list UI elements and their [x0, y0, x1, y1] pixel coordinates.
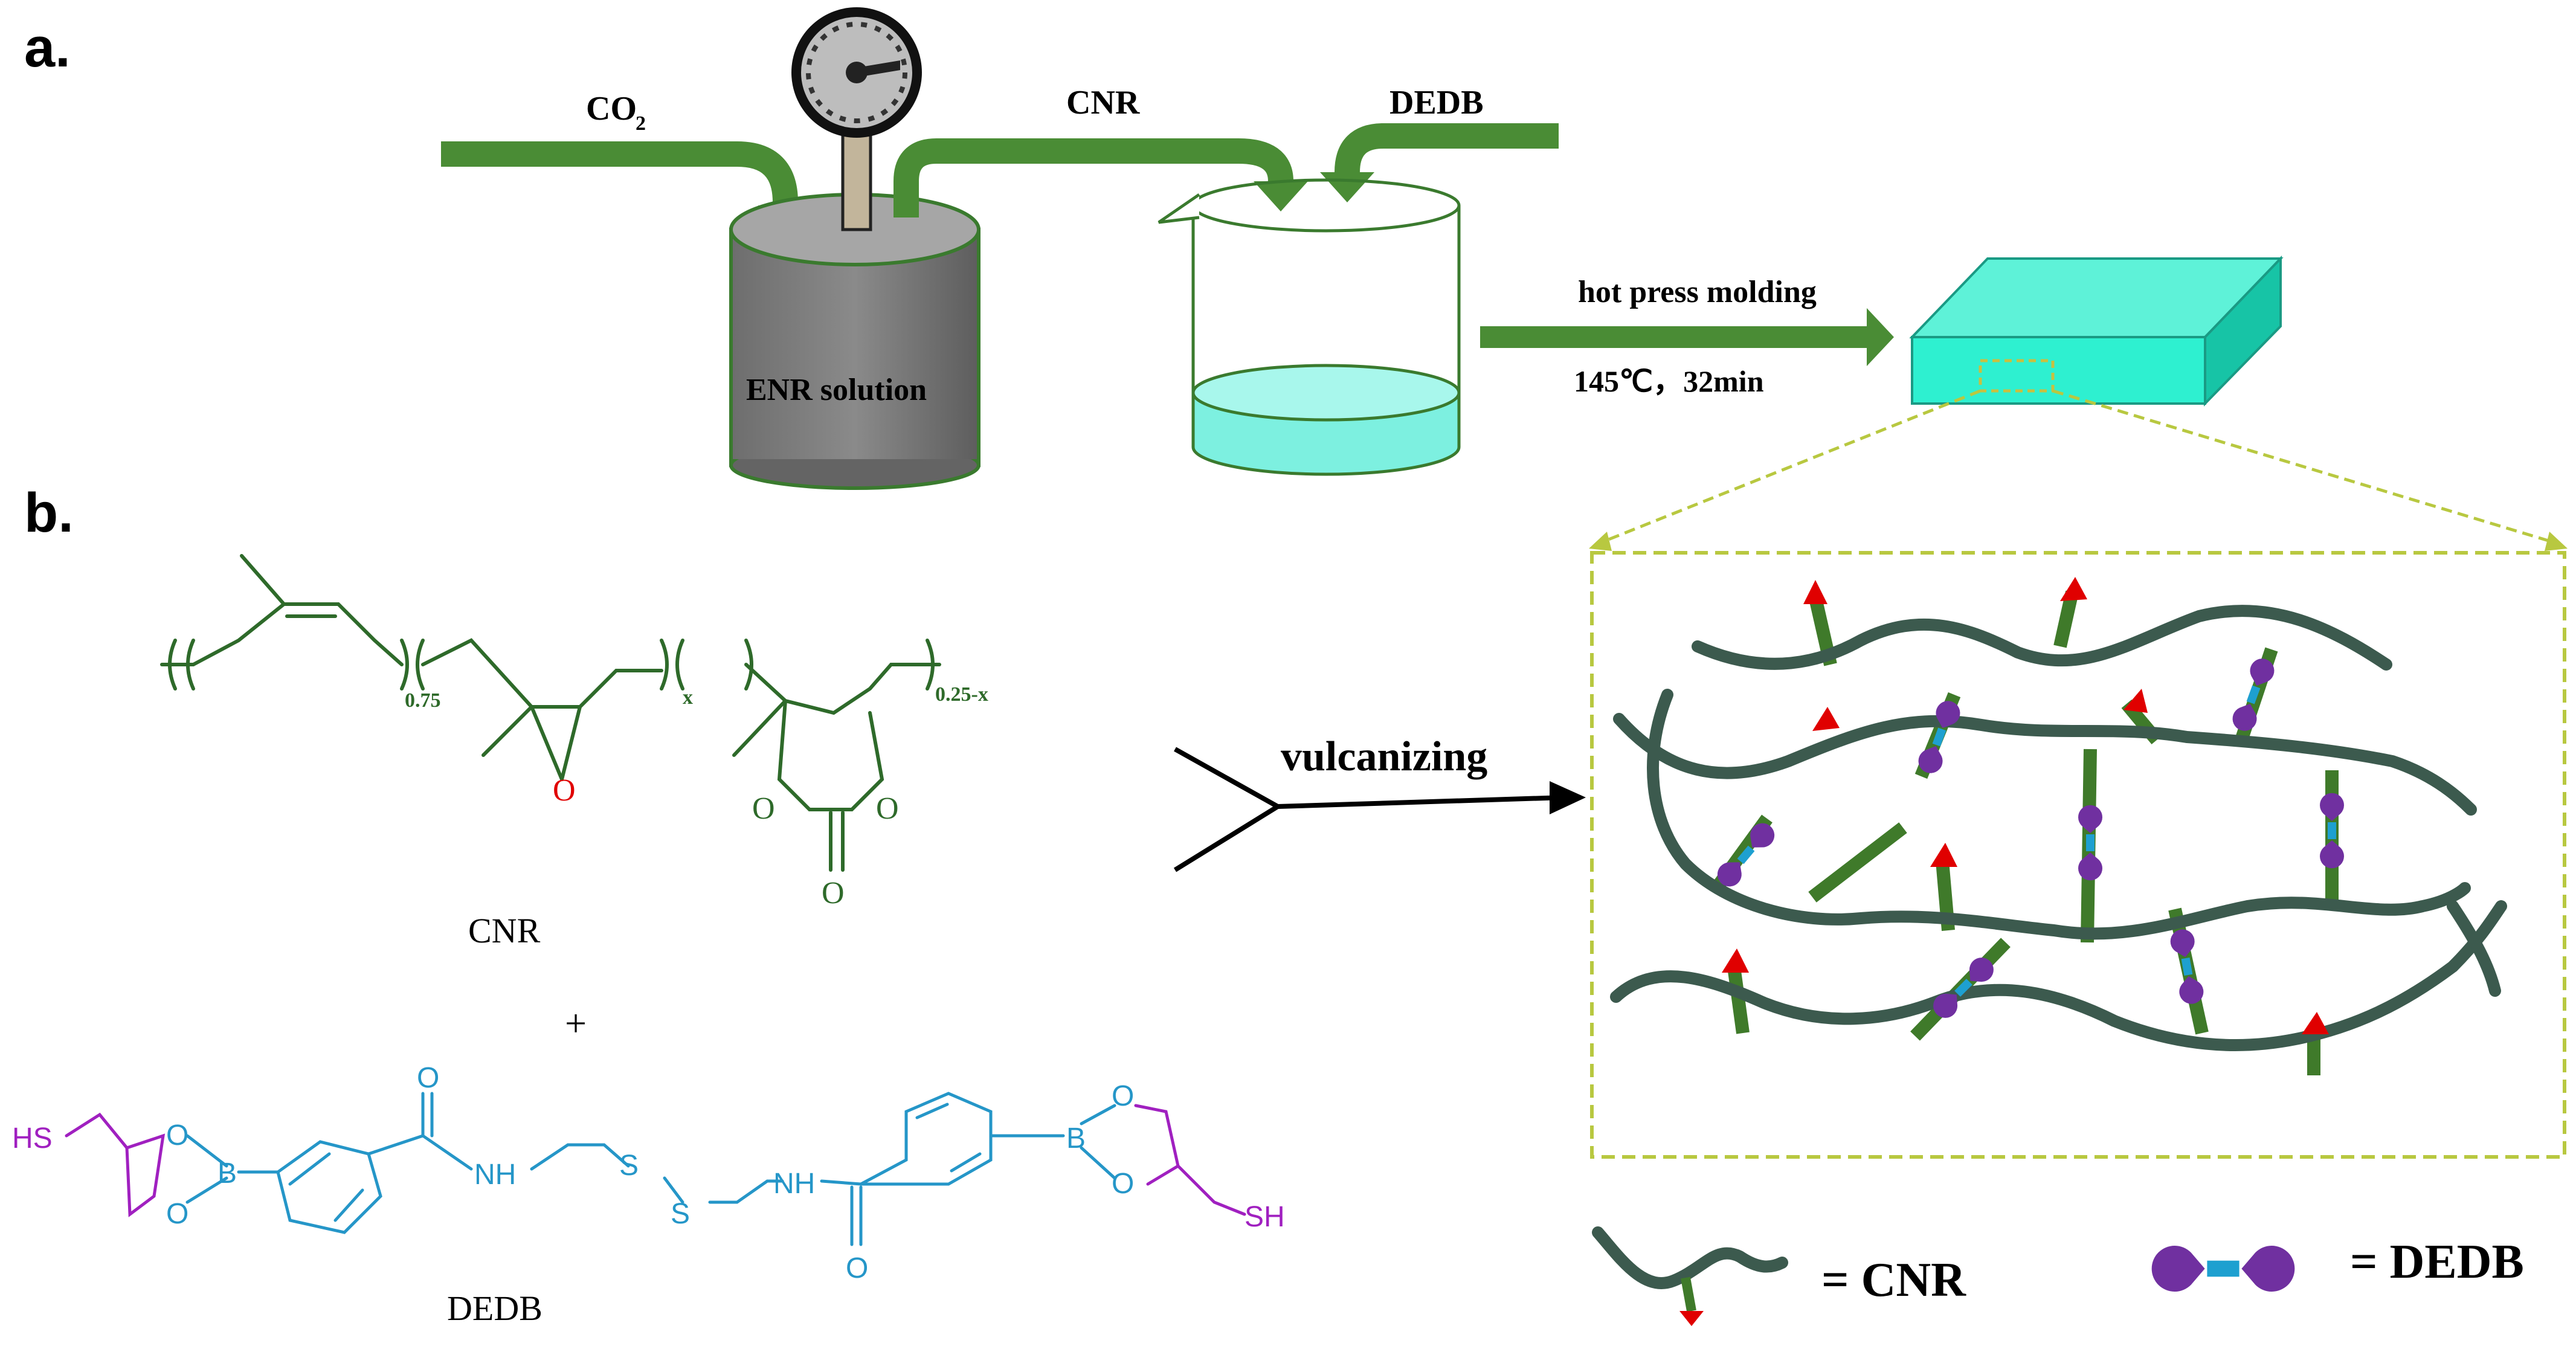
dedb-nh-1: NH	[474, 1159, 516, 1191]
dedb-oxygen-3: O	[1112, 1080, 1134, 1112]
cnr-name-label: CNR	[468, 911, 541, 950]
dedb-boron-2: B	[1066, 1122, 1086, 1154]
dedb-amide-oxygen-2: O	[846, 1252, 868, 1284]
cnr-arrow	[894, 138, 1308, 217]
dedb-oxygen-1: O	[166, 1119, 188, 1151]
dedb-arrow-label: DEDB	[1389, 84, 1484, 121]
vulcanizing-arrow	[1173, 747, 1586, 872]
network-end-groups	[1722, 577, 2329, 1034]
legend-cnr-icon	[1592, 1226, 1788, 1326]
vulcanizing-label: vulcanizing	[1281, 733, 1487, 780]
dedb-hs-left: HS	[12, 1122, 53, 1154]
pressure-gauge-icon	[791, 7, 922, 231]
co2-subscript: 2	[636, 112, 646, 135]
dedb-sh-right: SH	[1245, 1201, 1285, 1233]
enr-solution-label: ENR solution	[746, 373, 927, 407]
conditions-label: 145℃，32min	[1574, 364, 1764, 398]
hot-press-arrow	[1480, 308, 1894, 366]
dedb-sulfur-2: S	[671, 1198, 690, 1230]
dedb-amide-oxygen-1: O	[417, 1062, 439, 1094]
network-chains	[1610, 605, 2507, 1051]
legend-dedb-icon	[2151, 1246, 2295, 1292]
cnr-ring-oxygen-right: O	[876, 791, 899, 826]
enr-vessel	[729, 193, 980, 490]
panel-b-label: b.	[24, 482, 74, 544]
plus-sign: +	[565, 1002, 587, 1045]
cnr-epoxide-oxygen: O	[553, 773, 576, 808]
network-box	[1590, 551, 2566, 1159]
dedb-oxygen-4: O	[1112, 1168, 1134, 1200]
cnr-ring-oxygen-left: O	[752, 791, 775, 826]
co2-label: CO	[586, 90, 637, 127]
legend-cnr-label: = CNR	[1821, 1254, 1966, 1307]
legend-dedb-label: = DEDB	[2350, 1235, 2524, 1289]
rubber-block	[1909, 256, 2284, 407]
dedb-boron-1: B	[217, 1158, 237, 1190]
zoom-lines	[1589, 389, 2568, 551]
cnr-structure	[160, 554, 941, 872]
cnr-carbonyl-oxygen: O	[822, 876, 845, 910]
cnr-subscript-x: x	[683, 686, 693, 709]
dedb-sulfur-1: S	[619, 1150, 639, 1182]
beaker-icon	[1158, 178, 1461, 476]
cnr-subscript-075: 0.75	[405, 689, 441, 712]
dedb-name-label: DEDB	[447, 1289, 543, 1328]
panel-a-label: a.	[24, 17, 71, 79]
cnr-arrow-label: CNR	[1066, 84, 1140, 121]
cnr-subscript-025x: 0.25-x	[935, 683, 988, 706]
dedb-oxygen-2: O	[166, 1198, 188, 1230]
dedb-nh-2: NH	[773, 1168, 815, 1200]
hot-press-label: hot press molding	[1578, 275, 1817, 309]
network-dedb-linkers	[1712, 655, 2344, 1023]
dedb-structure	[65, 1092, 1246, 1246]
